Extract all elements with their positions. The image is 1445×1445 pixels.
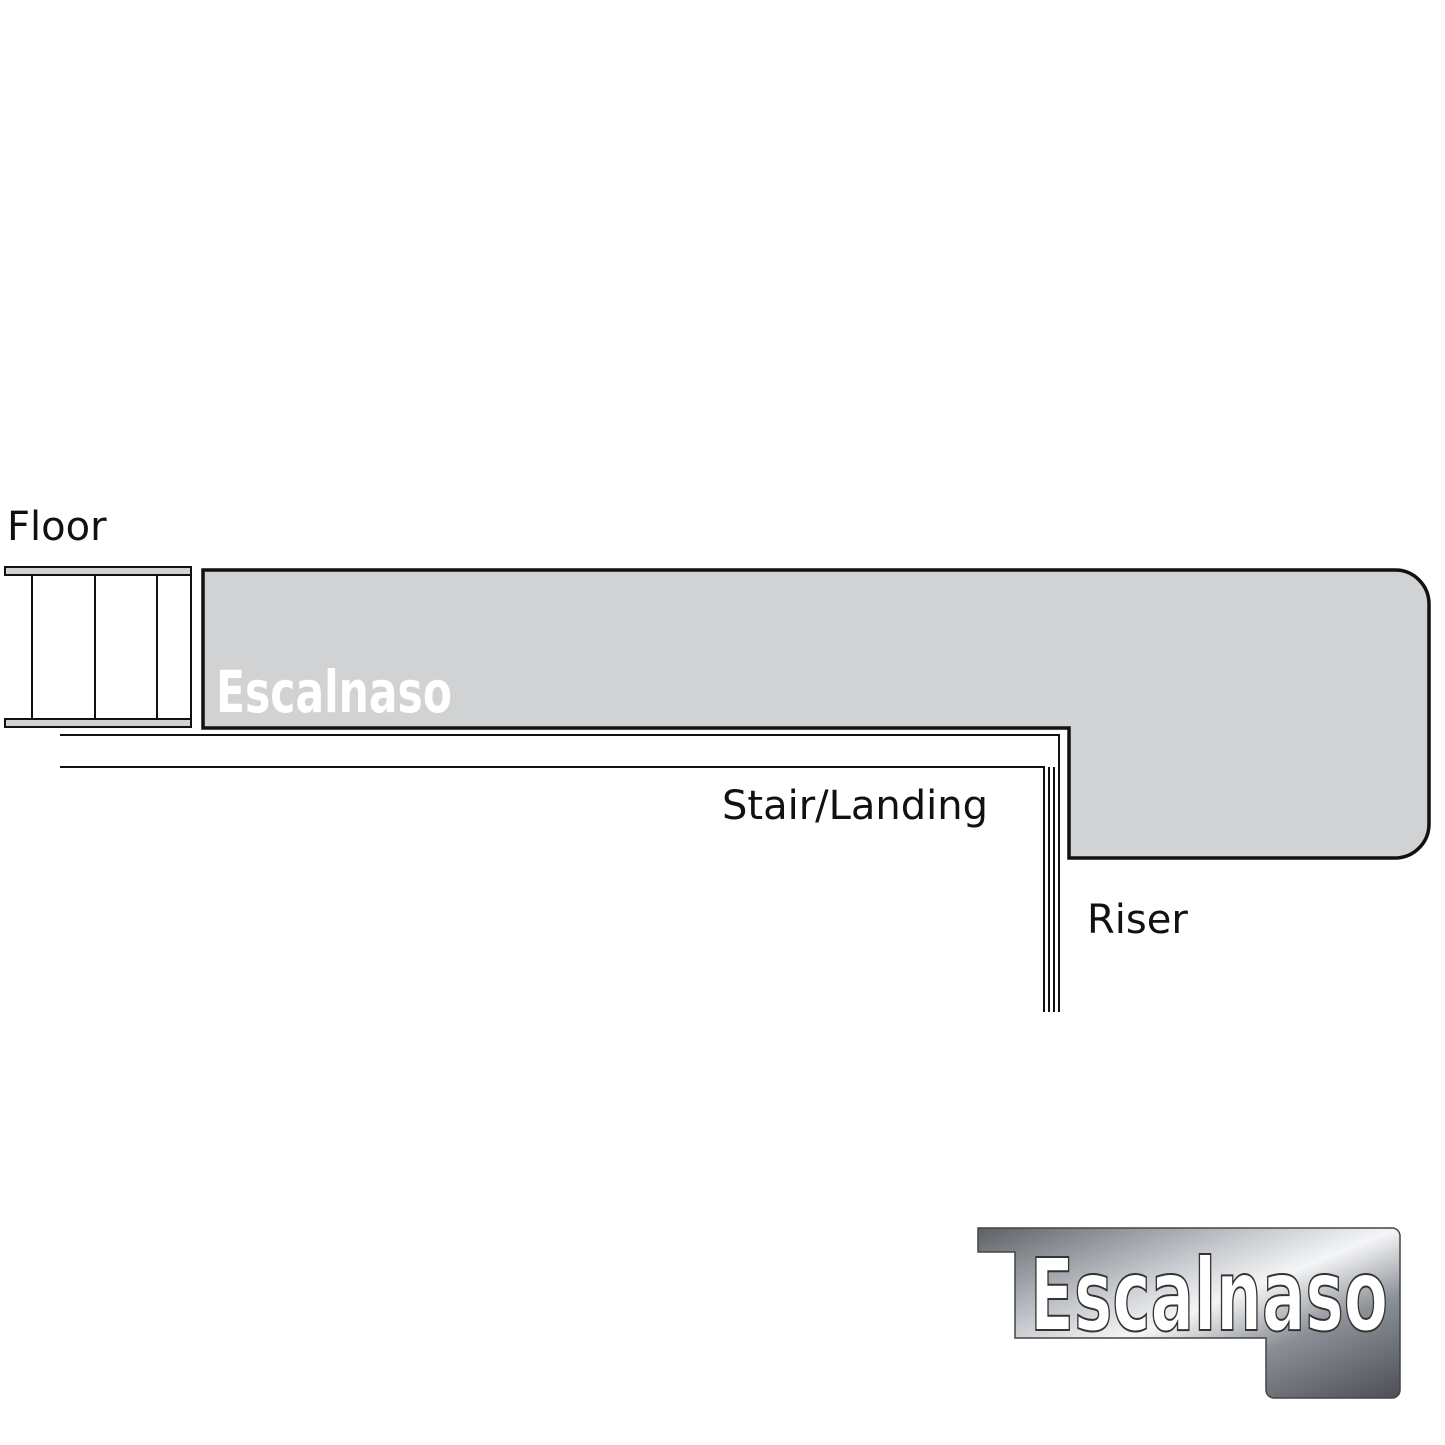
watermark-logo: Escalnaso xyxy=(216,658,452,726)
brand-logo: Escalnaso xyxy=(977,1227,1401,1399)
floor-section xyxy=(4,566,192,728)
nosing-profile xyxy=(201,568,1431,860)
stair-landing-board xyxy=(60,734,1060,1012)
svg-text:Escalnaso: Escalnaso xyxy=(1030,1237,1388,1354)
riser-label: Riser xyxy=(1087,897,1188,943)
stair-landing-label: Stair/Landing xyxy=(722,783,989,829)
floor-label: Floor xyxy=(7,504,107,550)
